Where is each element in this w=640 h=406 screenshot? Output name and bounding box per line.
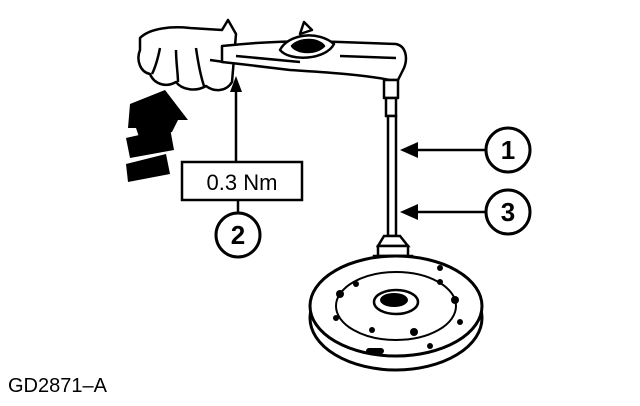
motion-arrows-icon [126,90,188,182]
callout-2-label: 2 [231,220,245,250]
flange-plate-icon [308,254,484,372]
torque-wrench-icon [220,20,408,100]
callout-1-label: 1 [501,135,515,165]
figure-code: GD2871–A [8,375,108,397]
callout-3-arrowhead-icon [400,204,418,220]
torque-arrowhead-icon [230,76,242,92]
callout-3-label: 3 [501,197,515,227]
torque-value: 0.3 Nm [207,170,278,195]
hand-icon [137,18,238,92]
flange-holes-icon [333,265,463,354]
callout-1-circle [484,126,532,174]
callout-3-circle [484,188,532,236]
torque-value-box [180,160,304,202]
callout-1-arrowhead-icon [400,142,418,158]
shaft-icon [384,96,398,238]
callout-2-circle [214,211,262,259]
